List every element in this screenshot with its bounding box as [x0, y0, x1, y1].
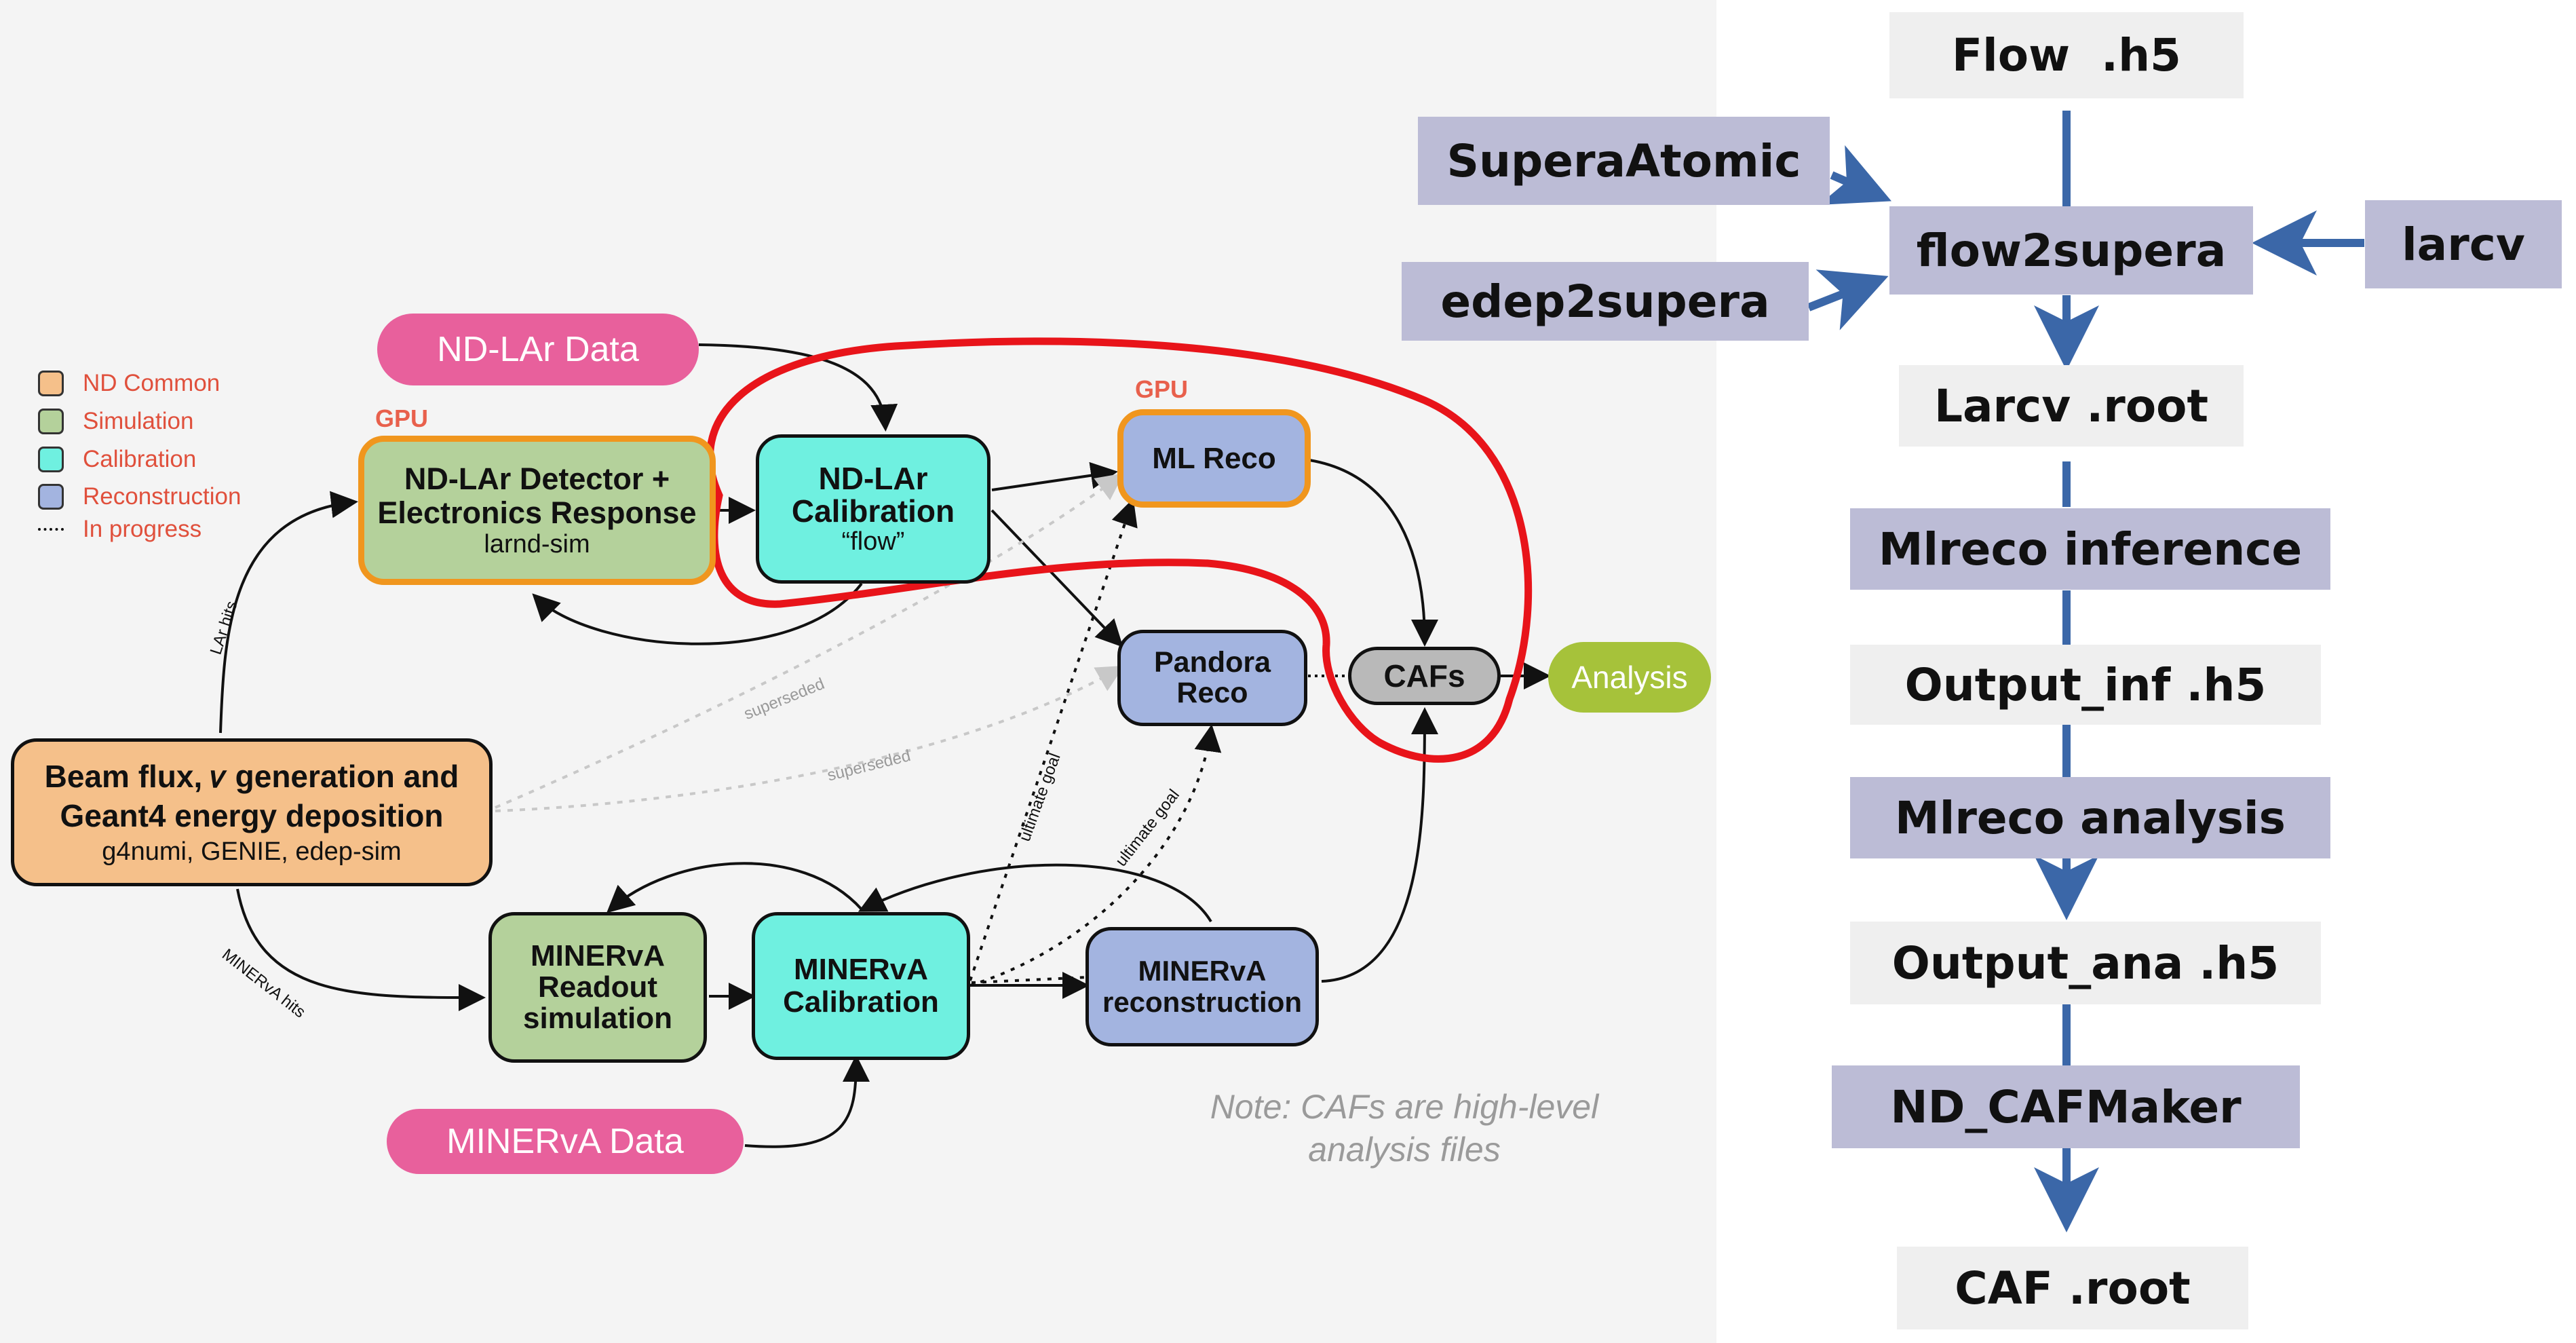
minerva-calibration-node: MINERvA Calibration	[752, 912, 970, 1060]
legend-label: Simulation	[83, 408, 194, 434]
mlreco-inference-box: Mlreco inference	[1850, 508, 2330, 590]
node-label: ND-LAr	[818, 460, 928, 496]
edge-beam-to-detector	[219, 491, 358, 734]
node-label: MINERvA	[530, 939, 666, 972]
minerva-data-node: MINERvA Data	[387, 1109, 744, 1174]
box-label: Flow .h5	[1952, 29, 2181, 81]
edge-beam-to-readout	[236, 888, 486, 1011]
node-label: Geant4 energy deposition	[60, 798, 444, 833]
node-label: Calibration	[783, 985, 939, 1019]
larcv-root-box: Larcv .root	[1899, 365, 2244, 447]
edge-calib-to-readout	[607, 862, 863, 913]
ndlar-data-node: ND-LAr Data	[377, 314, 699, 385]
edge-superseded-mlreco	[495, 473, 1124, 809]
box-label: Output_inf .h5	[1904, 658, 2267, 711]
legend-simulation: Simulation	[38, 408, 193, 435]
edge-dotted-calib-reco	[971, 976, 1088, 984]
minerva-reconstruction-node: MINERvA reconstruction	[1085, 927, 1319, 1046]
legend-in-progress: In progress	[38, 516, 201, 543]
beam-flux-node: Beam flux, 𝜈 generation and Geant4 energ…	[11, 738, 493, 886]
node-label: Pandora	[1153, 646, 1271, 679]
legend-swatch	[38, 371, 64, 396]
output-ana-box: Output_ana .h5	[1850, 922, 2321, 1004]
analysis-node: Analysis	[1548, 642, 1711, 713]
node-label: CAFs	[1383, 658, 1465, 694]
output-inf-box: Output_inf .h5	[1850, 645, 2321, 725]
node-label: simulation	[522, 1002, 673, 1035]
node-sublabel: “flow”	[841, 527, 905, 556]
box-label: SuperaAtomic	[1446, 134, 1801, 187]
ml-reco-node: ML Reco	[1117, 409, 1311, 508]
box-label: flow2supera	[1916, 224, 2227, 277]
legend-reconstruction: Reconstruction	[38, 483, 241, 510]
edge-minervareco-to-calib	[858, 863, 1212, 923]
caf-root-box: CAF .root	[1897, 1247, 2248, 1329]
legend-label: Reconstruction	[83, 483, 242, 510]
legend-swatch	[38, 447, 64, 472]
note-line: analysis files	[1308, 1131, 1501, 1169]
box-label: Mlreco analysis	[1895, 791, 2286, 844]
ndlar-calibration-node: ND-LAr Calibration “flow”	[756, 434, 991, 584]
edge-calib-to-pandora	[991, 509, 1123, 647]
node-label: Analysis	[1571, 660, 1688, 695]
node-label: MINERvA	[793, 953, 929, 986]
node-sublabel: larnd-sim	[484, 529, 590, 559]
minerva-readout-node: MINERvA Readout simulation	[488, 912, 707, 1063]
legend-calibration: Calibration	[38, 446, 196, 473]
legend-dotted-line	[38, 528, 64, 531]
larcv-box: larcv	[2365, 200, 2562, 288]
edge-ultimate-goal-mlreco	[969, 498, 1138, 981]
node-label: ML Reco	[1152, 441, 1276, 475]
pipeline-arrow	[1807, 269, 1889, 330]
box-label: ND_CAFMaker	[1890, 1080, 2242, 1133]
detector-response-node: ND-LAr Detector + Electronics Response l…	[358, 436, 716, 585]
legend-label: In progress	[83, 516, 202, 542]
edge-superseded-pandora	[495, 666, 1124, 812]
box-label: Mlreco inference	[1878, 523, 2303, 575]
edge-minervadata-to-calib	[744, 1055, 870, 1148]
box-label: Larcv .root	[1934, 379, 2209, 432]
pipeline-arrow	[1818, 145, 1891, 205]
node-label: MINERvA	[1138, 955, 1267, 987]
mlreco-analysis-box: Mlreco analysis	[1850, 777, 2330, 858]
gpu-label: GPU	[1135, 375, 1189, 403]
box-label: larcv	[2402, 218, 2525, 271]
box-label: CAF .root	[1955, 1262, 2191, 1314]
node-label: Beam flux, 𝜈 generation and	[44, 759, 459, 794]
note-text: Note: CAFs are high-level analysis files	[1153, 1086, 1655, 1171]
node-label: MINERvA Data	[446, 1122, 684, 1161]
edge-calib-to-detector	[532, 582, 863, 645]
node-label: Electronics Response	[377, 495, 697, 530]
pandora-reco-node: Pandora Reco	[1117, 630, 1307, 726]
gpu-label: GPU	[375, 404, 429, 432]
node-label: Reco	[1176, 677, 1248, 709]
node-label: Calibration	[791, 493, 955, 529]
edge-data-to-calib	[698, 343, 898, 432]
legend-label: ND Common	[83, 370, 220, 396]
node-label: ND-LAr Detector +	[404, 461, 670, 496]
legend-swatch	[38, 409, 64, 434]
nd-cafmaker-box: ND_CAFMaker	[1832, 1065, 2300, 1148]
edep2supera-box: edep2supera	[1402, 262, 1809, 341]
legend-label: Calibration	[83, 446, 197, 472]
node-label: ND-LAr Data	[437, 330, 639, 369]
node-label: reconstruction	[1102, 986, 1303, 1018]
supera-atomic-box: SuperaAtomic	[1418, 117, 1830, 205]
edge-calib-to-mlreco	[991, 461, 1118, 491]
edge-mlreco-to-cafs	[1309, 459, 1438, 647]
node-sublabel: g4numi, GENIE, edep-sim	[102, 837, 402, 866]
box-label: edep2supera	[1440, 275, 1770, 328]
cafs-node: CAFs	[1348, 647, 1501, 705]
legend-nd-common: ND Common	[38, 370, 220, 397]
box-label: Output_ana .h5	[1891, 937, 2280, 989]
edge-ultimate-goal-pandora	[969, 724, 1222, 987]
flow-h5-box: Flow .h5	[1889, 12, 2244, 98]
legend-swatch	[38, 484, 64, 510]
note-line: Note: CAFs are high-level	[1210, 1088, 1599, 1126]
flow2supera-box: flow2supera	[1889, 206, 2253, 295]
node-label: Readout	[538, 970, 657, 1004]
